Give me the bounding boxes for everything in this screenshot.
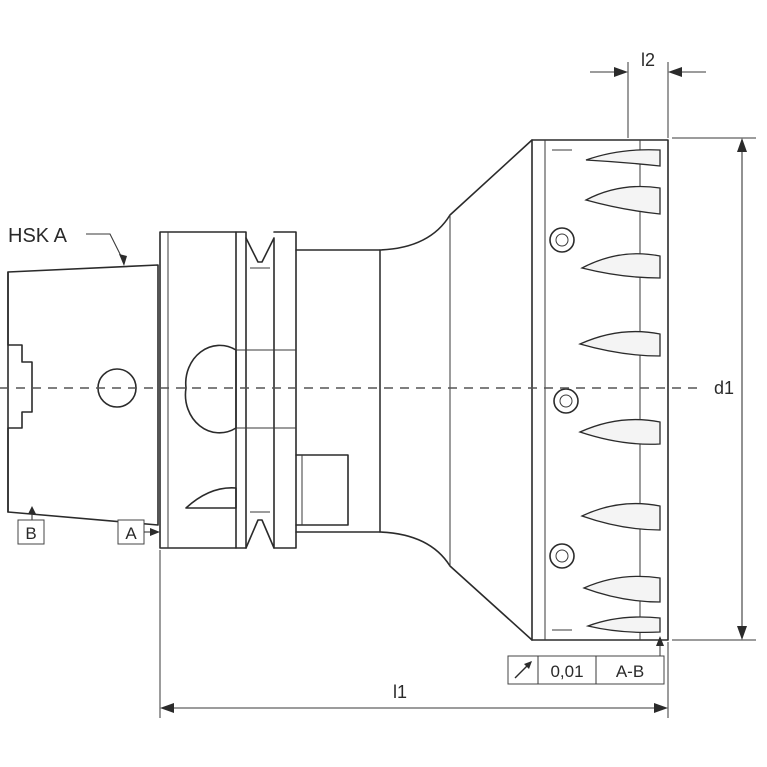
screw-icon [549, 543, 575, 569]
cutting-tooth [585, 149, 661, 167]
dimension-d1: d1 [672, 137, 756, 641]
screw-icon [553, 388, 579, 414]
cutter-head [531, 139, 669, 641]
cutting-tooth [580, 253, 661, 279]
dimension-l2: l2 [590, 50, 706, 138]
cutting-tooth [585, 616, 661, 634]
tolerance-value: 0,01 [550, 662, 583, 681]
cutting-tooth [584, 185, 661, 215]
body-neck [295, 139, 533, 641]
datum-b: B [17, 506, 45, 545]
hsk-label: HSK A [8, 225, 68, 247]
tolerance-reference: A-B [616, 662, 644, 681]
datum-a-label: A [125, 524, 137, 543]
cutting-tooth [578, 418, 661, 445]
cutting-tooth [580, 502, 661, 531]
screw-icon [549, 227, 575, 253]
cutting-tooth [582, 575, 661, 603]
tolerance-frame: 0,01 A-B [507, 636, 665, 685]
hsk-label-group: HSK A [8, 225, 127, 266]
collar [159, 231, 297, 549]
dimension-l1: l1 [159, 550, 669, 718]
dimension-d1-label: d1 [714, 378, 734, 398]
cutting-tooth [578, 330, 661, 357]
hsk-shank [7, 264, 159, 526]
datum-b-label: B [25, 524, 36, 543]
runout-icon [514, 661, 532, 679]
dimension-l1-label: l1 [393, 682, 407, 702]
datum-a: A [117, 519, 160, 545]
dimension-l2-label: l2 [641, 50, 655, 70]
